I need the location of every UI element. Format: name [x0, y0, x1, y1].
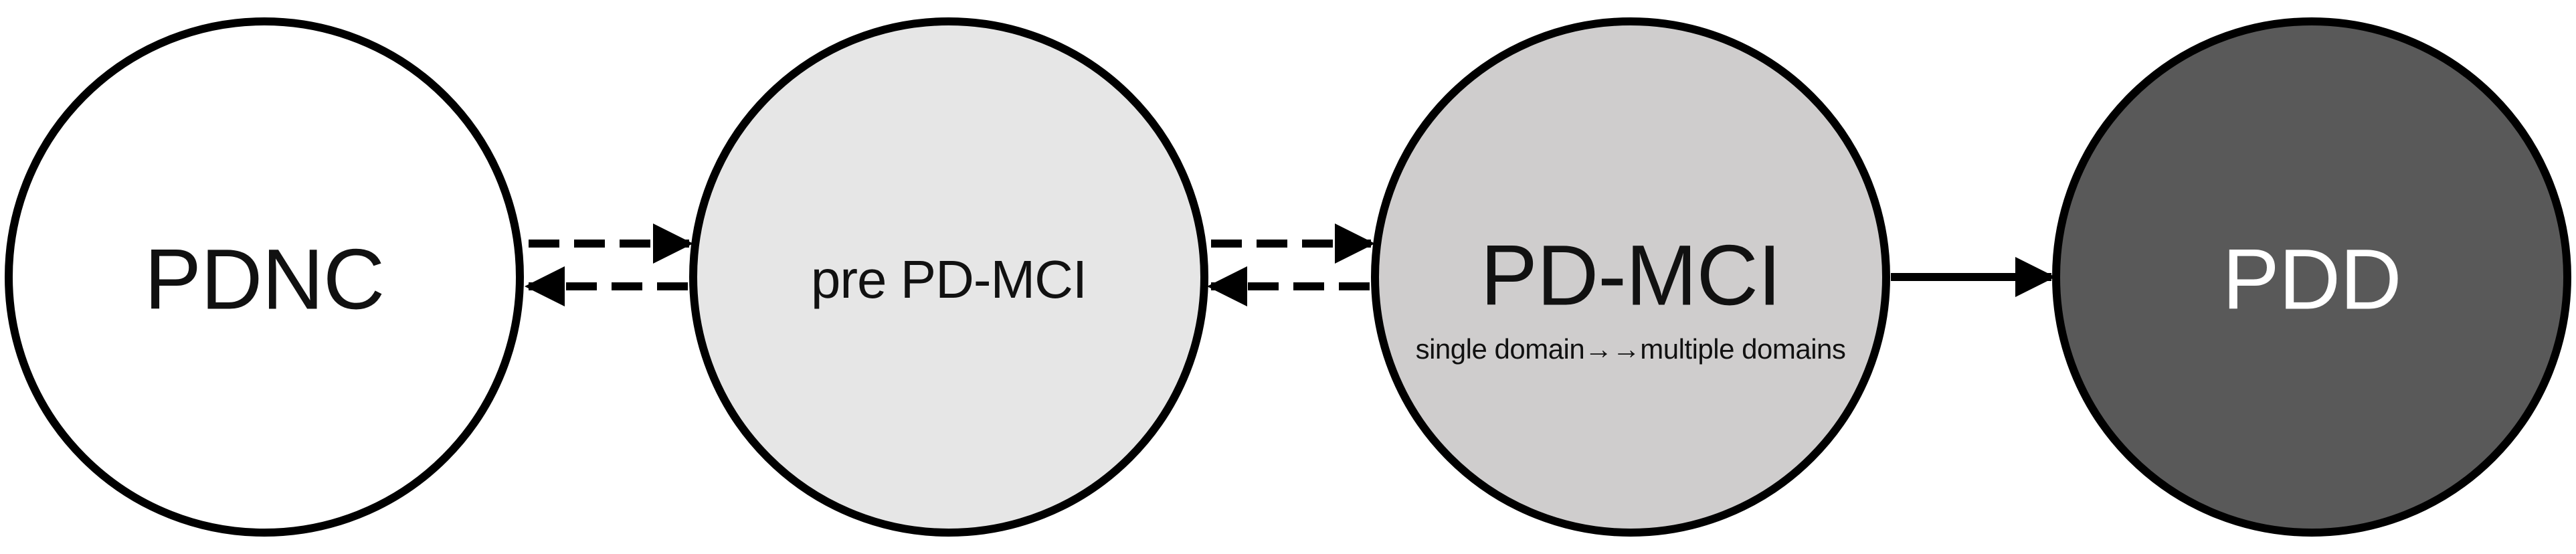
node-pd-mci-label: PD-MCI — [1480, 227, 1781, 324]
node-pd-mci-sublabel: single domain→→multiple domains — [1415, 333, 1846, 365]
node-pre-pd-mci-circle — [689, 17, 1208, 537]
node-pdd-circle — [2052, 17, 2571, 537]
node-pd-mci-circle — [1371, 17, 1890, 537]
node-pre-pd-mci-label: pre PD-MCI — [810, 250, 1087, 309]
node-pdnc-circle — [5, 17, 524, 537]
node-pdd-label: PDD — [2222, 232, 2401, 328]
node-pdnc-label: PDNC — [144, 232, 385, 328]
